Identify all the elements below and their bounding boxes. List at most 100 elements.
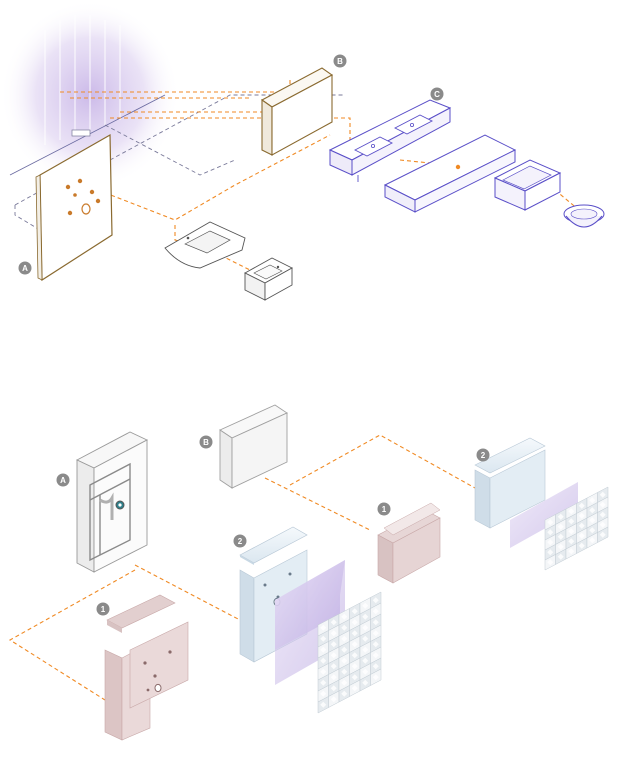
tile-highlight xyxy=(341,635,348,642)
tile-highlight xyxy=(372,641,379,648)
tile-highlight xyxy=(341,668,348,675)
tile-highlight xyxy=(557,523,564,530)
tile-highlight xyxy=(372,597,379,604)
tile-highlight xyxy=(351,619,358,626)
svg-text:A: A xyxy=(22,264,28,273)
tile-highlight xyxy=(330,696,337,703)
bottom-pink-cabinet xyxy=(377,502,441,584)
tile-highlight xyxy=(362,602,369,609)
guide-lines-bottom xyxy=(8,434,476,701)
badge-bottom-2-mid: 2 xyxy=(233,534,247,548)
tile-highlight xyxy=(372,674,379,681)
tile-highlight xyxy=(330,674,337,681)
wall-glow xyxy=(0,0,180,190)
tile-highlight xyxy=(372,619,379,626)
top-round-bowl xyxy=(563,204,605,228)
tile-highlight xyxy=(589,507,596,514)
tile-highlight xyxy=(599,501,606,508)
tile-highlight xyxy=(547,559,554,566)
svg-text:2: 2 xyxy=(238,537,243,546)
tile-highlight xyxy=(589,497,596,504)
tile-highlight xyxy=(351,641,358,648)
tile-highlight xyxy=(362,657,369,664)
tile-highlight xyxy=(341,690,348,697)
tile-highlight xyxy=(589,527,596,534)
tile-highlight xyxy=(351,608,358,615)
bottom-tile-grid-mid xyxy=(317,591,382,714)
badge-bottom-2-right: 2 xyxy=(476,448,490,462)
tile-highlight xyxy=(557,553,564,560)
tile-highlight xyxy=(568,528,575,535)
badge-top-c: C xyxy=(430,87,444,101)
tile-highlight xyxy=(320,657,327,664)
tile-highlight xyxy=(351,685,358,692)
tile-highlight xyxy=(547,539,554,546)
tile-highlight xyxy=(599,491,606,498)
tile-highlight xyxy=(589,517,596,524)
tile-highlight xyxy=(578,502,585,509)
svg-text:C: C xyxy=(434,90,440,99)
tile-highlight xyxy=(330,641,337,648)
svg-text:1: 1 xyxy=(382,505,387,514)
tile-highlight xyxy=(362,624,369,631)
top-small-sink xyxy=(244,257,293,301)
top-basin xyxy=(164,221,246,269)
svg-text:B: B xyxy=(337,57,343,66)
tile-highlight xyxy=(599,511,606,518)
badge-top-b: B xyxy=(333,54,347,68)
top-frame-panel xyxy=(35,129,113,282)
tile-highlight xyxy=(547,519,554,526)
tile-highlight xyxy=(372,663,379,670)
bottom-tile-grid-right xyxy=(544,486,609,571)
bottom-installation-frame xyxy=(75,431,149,573)
tile-highlight xyxy=(330,619,337,626)
tile-highlight xyxy=(547,549,554,556)
top-countertop xyxy=(383,134,517,213)
tile-highlight xyxy=(578,542,585,549)
tile-highlight xyxy=(362,646,369,653)
bottom-diagram: A B 1 2 1 2 xyxy=(8,404,609,741)
tile-highlight xyxy=(568,518,575,525)
badge-bottom-b: B xyxy=(199,435,213,449)
tile-highlight xyxy=(362,613,369,620)
tile-highlight xyxy=(599,521,606,528)
tile-highlight xyxy=(320,679,327,686)
bottom-pink-panel-set xyxy=(104,594,189,741)
top-vessel-box xyxy=(493,159,562,211)
tile-highlight xyxy=(351,663,358,670)
bottom-cabinet xyxy=(219,404,288,489)
tile-highlight xyxy=(599,531,606,538)
tile-highlight xyxy=(320,701,327,708)
svg-text:B: B xyxy=(203,438,209,447)
tile-highlight xyxy=(589,537,596,544)
tile-highlight xyxy=(568,508,575,515)
tile-highlight xyxy=(330,663,337,670)
tile-highlight xyxy=(362,635,369,642)
svg-text:1: 1 xyxy=(101,605,106,614)
tile-highlight xyxy=(320,646,327,653)
tile-highlight xyxy=(568,538,575,545)
tile-highlight xyxy=(341,646,348,653)
tile-highlight xyxy=(362,668,369,675)
tile-highlight xyxy=(320,690,327,697)
svg-text:2: 2 xyxy=(481,451,486,460)
badge-bottom-1-right: 1 xyxy=(377,502,391,516)
tile-highlight xyxy=(557,513,564,520)
tile-highlight xyxy=(351,630,358,637)
tile-highlight xyxy=(568,548,575,555)
tile-highlight xyxy=(330,630,337,637)
tile-highlight xyxy=(330,652,337,659)
bottom-blue-cabinet-right xyxy=(474,437,609,571)
tile-highlight xyxy=(557,543,564,550)
badge-bottom-1-left: 1 xyxy=(96,602,110,616)
bottom-blue-panel-mid xyxy=(239,526,382,714)
tile-highlight xyxy=(341,657,348,664)
top-cabinet xyxy=(260,67,334,156)
top-diagram: A B C xyxy=(0,0,605,301)
tile-highlight xyxy=(557,533,564,540)
tile-highlight xyxy=(578,522,585,529)
tile-highlight xyxy=(351,652,358,659)
tile-highlight xyxy=(320,635,327,642)
badge-top-a: A xyxy=(18,261,32,275)
